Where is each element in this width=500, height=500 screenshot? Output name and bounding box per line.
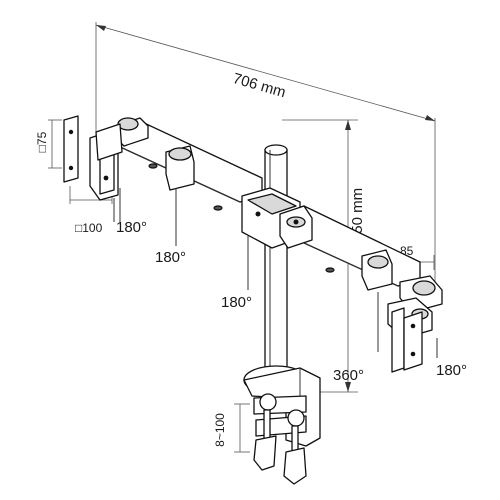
desk-clamp — [234, 365, 321, 485]
center-pole — [264, 144, 288, 381]
left-arm-clip — [165, 145, 195, 191]
center-hub — [241, 187, 313, 249]
leader-lines — [175, 188, 438, 358]
height-dimension-label: 450 mm — [349, 188, 366, 242]
clamp-range-label: 8~100 — [213, 413, 227, 447]
right-arm-clip — [361, 249, 393, 291]
rotation-right-plate-label: 180° — [436, 362, 467, 379]
left-joint — [95, 117, 149, 161]
rotation-center-label: 180° — [221, 294, 252, 311]
rotation-left-plate-label: 180° — [116, 219, 147, 236]
vesa-width-label: □100 — [75, 221, 103, 235]
width-dimension-label: 706 mm — [231, 70, 288, 101]
left-vesa-plate — [48, 115, 113, 204]
right-monitor-bracket — [391, 307, 423, 373]
rotation-pole-label: 360° — [333, 367, 364, 384]
vesa-height-label: □75 — [35, 131, 49, 152]
width-dimension — [95, 22, 436, 290]
rotation-left-joint-label: 180° — [155, 249, 186, 266]
